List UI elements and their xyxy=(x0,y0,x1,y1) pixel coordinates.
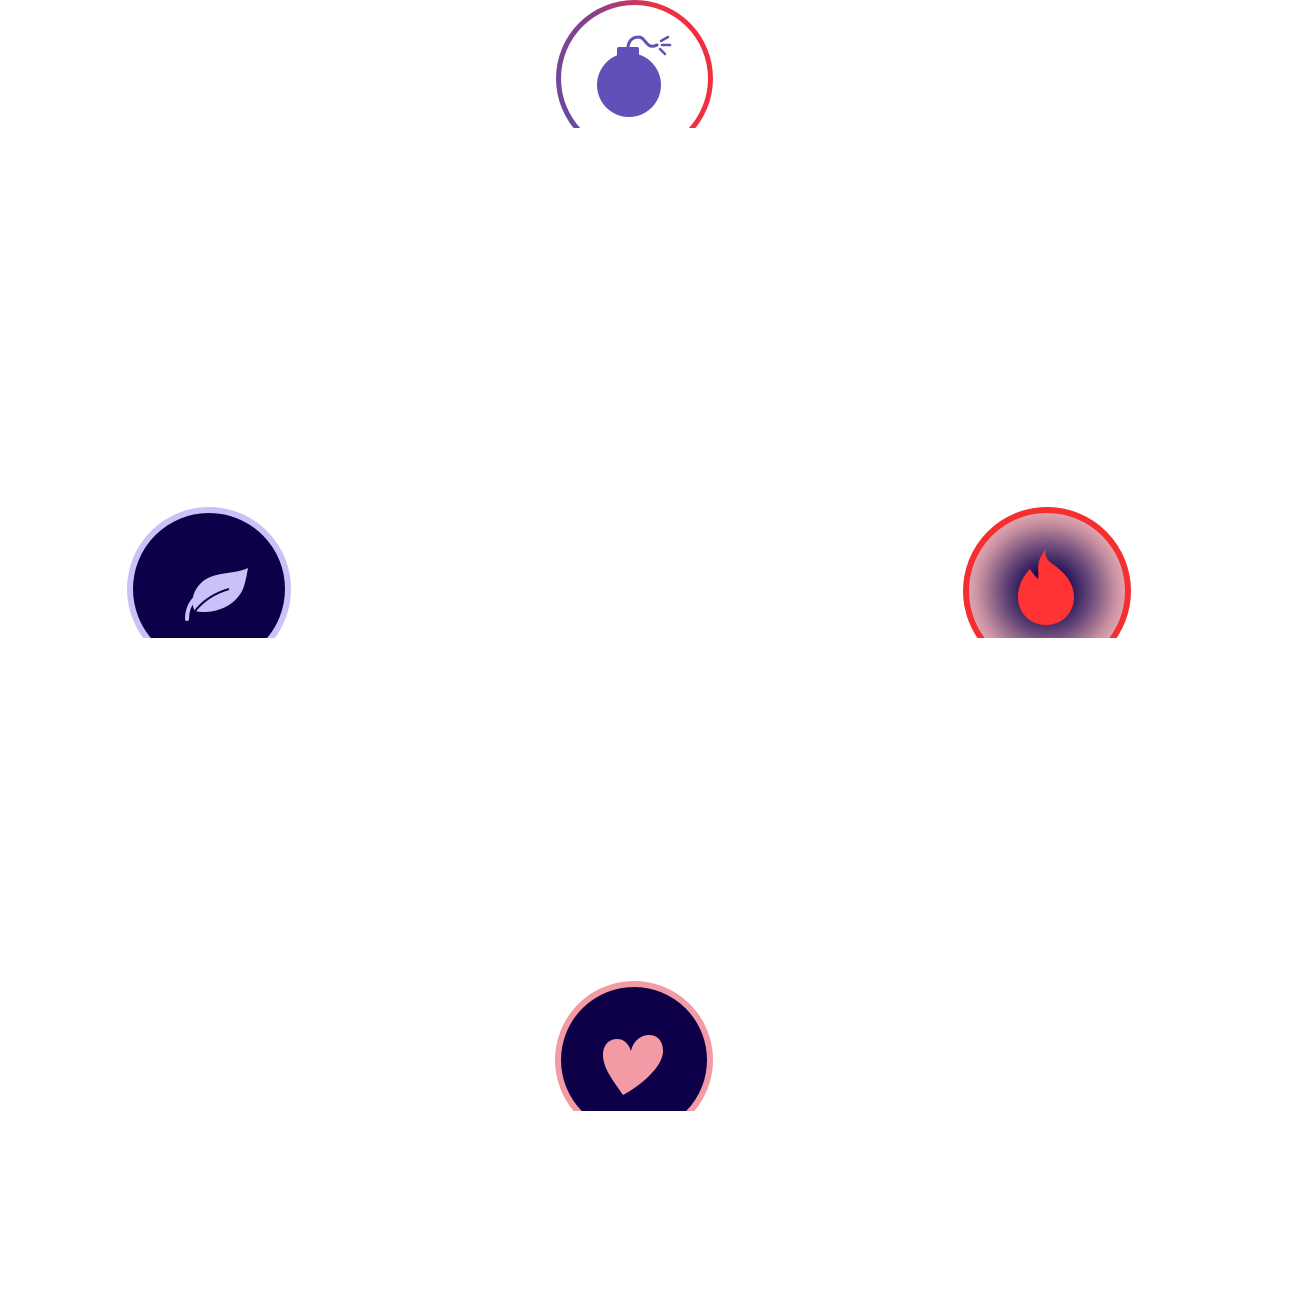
leaf-badge-clip xyxy=(120,500,300,638)
bomb-badge[interactable] xyxy=(556,0,713,128)
leaf-badge[interactable] xyxy=(127,507,291,638)
bomb-badge-inner xyxy=(561,5,708,128)
flame-badge[interactable] xyxy=(963,507,1131,638)
bomb-icon xyxy=(597,35,672,117)
flame-icon xyxy=(1018,549,1074,625)
heart-badge[interactable] xyxy=(555,981,713,1111)
bomb-badge-clip xyxy=(550,0,720,128)
leaf-icon xyxy=(185,568,248,621)
heart-badge-clip xyxy=(548,975,720,1111)
flame-badge-clip xyxy=(955,500,1140,638)
heart-icon xyxy=(603,1035,663,1095)
